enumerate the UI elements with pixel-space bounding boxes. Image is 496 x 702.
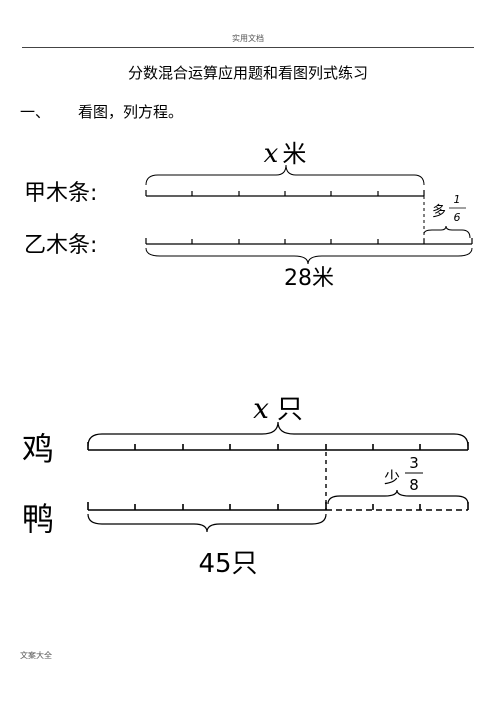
missing-brace xyxy=(327,489,469,505)
fraction-numerator: 3 xyxy=(409,454,419,472)
bottom-brace xyxy=(87,513,327,533)
total-45: 45只 xyxy=(198,549,257,579)
top-brace xyxy=(145,164,425,186)
page-header: 实用文档 xyxy=(232,34,264,43)
top-brace xyxy=(87,421,469,447)
fraction-denominator: 6 xyxy=(454,211,461,224)
bottom-brace xyxy=(145,247,473,265)
extra-brace xyxy=(423,225,471,239)
fraction-denominator: 8 xyxy=(409,476,419,494)
bar-duck xyxy=(87,502,327,511)
row-label-chicken: 鸡 xyxy=(22,430,54,468)
row-label-jia: 甲木条: xyxy=(24,181,97,206)
row-label-duck: 鸭 xyxy=(22,500,54,538)
header-divider xyxy=(22,47,474,48)
section-number: 一、 xyxy=(20,103,51,121)
total-28m: 28米 xyxy=(284,266,334,291)
page-footer: 文案大全 xyxy=(20,651,52,660)
page-title: 分数混合运算应用题和看图列式练习 xyxy=(127,64,368,82)
bar-duck-missing xyxy=(326,502,469,511)
bar-chicken xyxy=(87,442,469,451)
row-label-yi: 乙木条: xyxy=(24,233,97,258)
less-label: 少 xyxy=(384,468,400,487)
section-instruction: 看图，列方程。 xyxy=(78,103,184,121)
bar-jia xyxy=(145,190,425,197)
bar-yi xyxy=(145,238,473,245)
more-label: 多 xyxy=(432,203,446,220)
fraction-numerator: 1 xyxy=(454,193,461,206)
section-heading: 一、 看图，列方程。 xyxy=(20,101,183,122)
